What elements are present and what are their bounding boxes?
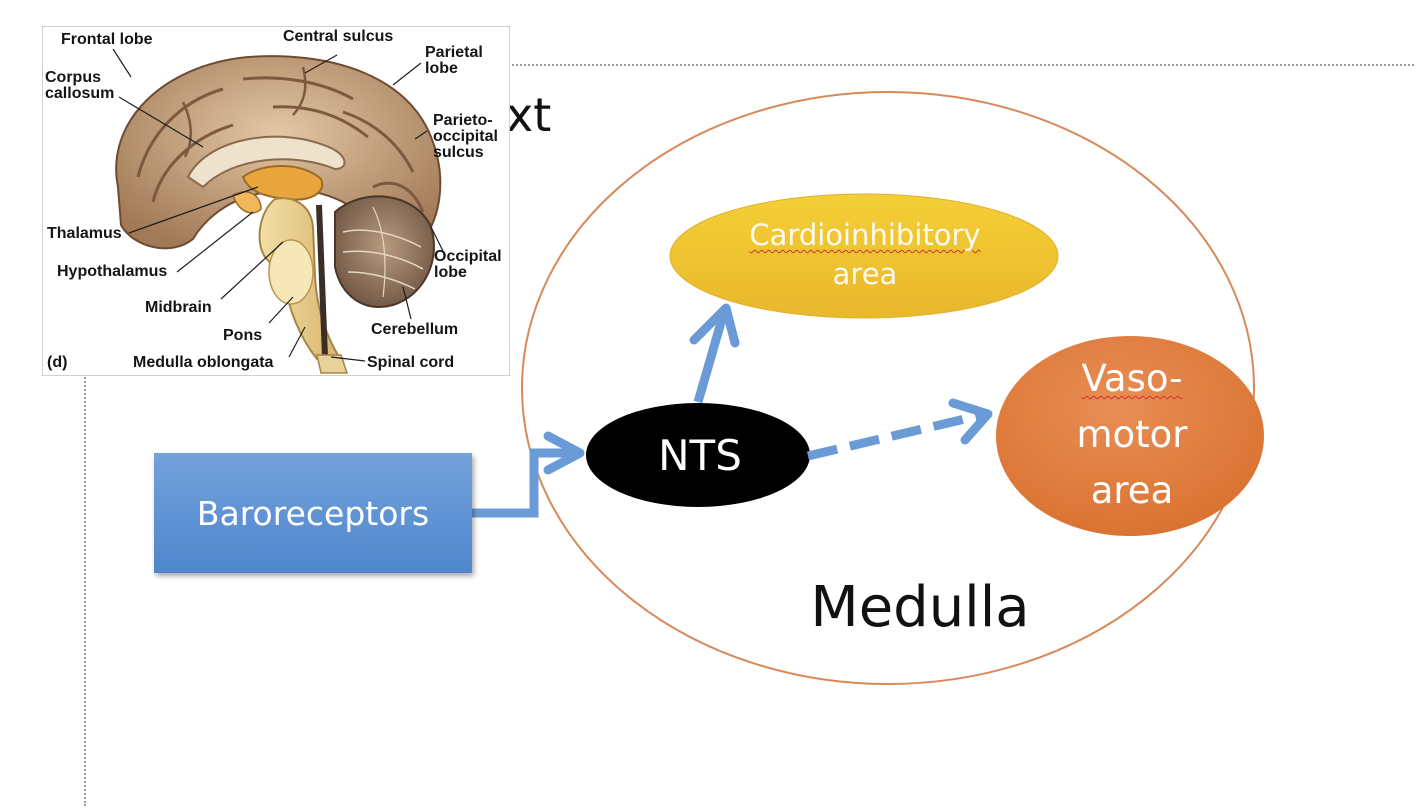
placeholder-left-border [84,374,86,806]
cardioinhibitory-area-shape [669,193,1059,319]
vasomotor-area-node: Vaso- motor area [1000,335,1264,535]
vasomotor-label-line1: Vaso- [1081,357,1183,400]
arrowhead-nts [543,431,585,475]
label-medulla-oblongata: Medulla oblongata [133,354,274,371]
medulla-outline [521,91,1255,685]
brain-illustration [112,48,444,374]
label-parieto-occipital-sulcus: Parieto- occipital sulcus [433,112,498,161]
nts-node: NTS [590,407,810,503]
nts-shape [586,403,810,507]
slide-title-fragment: xt [506,88,552,142]
label-frontal-lobe: Frontal lobe [61,31,153,48]
label-spinal-cord: Spinal cord [367,354,455,371]
cardioinhibitory-label-line1: Cardioinhibitory [749,218,981,252]
label-panel-letter: (d) [47,354,68,371]
baroreceptors-label: Baroreceptors [196,493,430,533]
medulla-label: Medulla [810,575,1030,640]
label-cerebellum: Cerebellum [371,321,459,338]
label-corpus-callosum: Corpus callosum [45,69,115,102]
cardioinhibitory-label-line2: area [832,257,898,291]
vasomotor-label-line2: motor [1076,413,1188,456]
label-pons: Pons [223,327,263,344]
cardioinhibitory-area-node: Cardioinhibitory area [700,215,1030,295]
nts-to-cardioinhibitory-arrow [693,310,729,404]
arrowhead-cardioinhibitory [689,303,740,348]
label-hypothalamus: Hypothalamus [57,263,168,280]
label-occipital-lobe: Occipital lobe [434,248,502,281]
arrowhead-vasomotor [948,398,993,445]
placeholder-top-border [508,64,1414,66]
label-thalamus: Thalamus [47,225,122,242]
vasomotor-area-shape [996,336,1264,536]
label-parietal-lobe: Parietal lobe [425,44,483,77]
brain-sagittal-figure: Frontal lobe Central sulcus Parietal lob… [42,26,510,376]
baroreceptors-to-nts-arrow [472,448,578,518]
label-central-sulcus: Central sulcus [283,28,394,45]
vasomotor-label-line3: area [1090,469,1174,512]
nts-label: NTS [658,430,742,480]
label-midbrain: Midbrain [145,299,212,316]
nts-to-vasomotor-dashed-arrow [806,409,988,461]
baroreceptors-box: Baroreceptors [154,453,472,573]
